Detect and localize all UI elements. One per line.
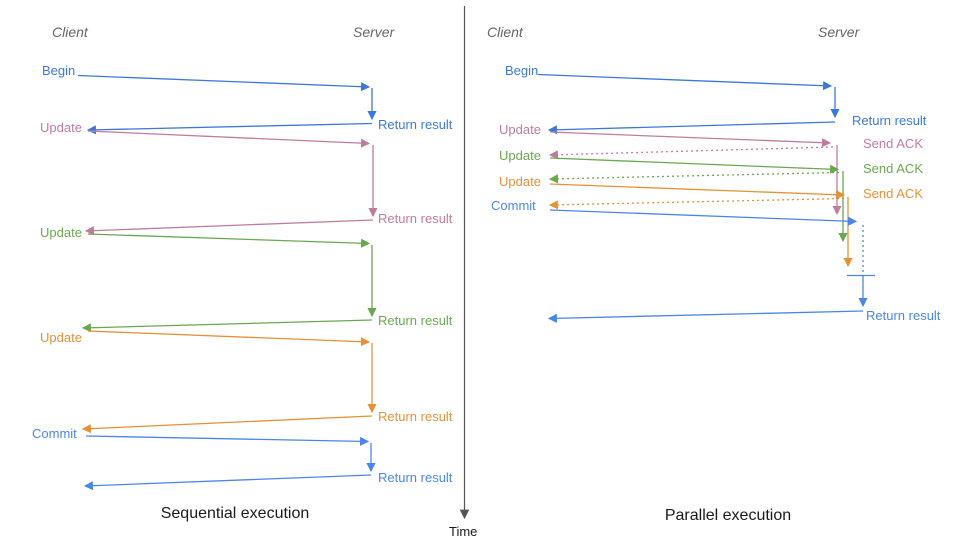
request-line: [549, 209, 858, 226]
seq-update3-response-label: Return result: [378, 409, 453, 424]
seq-server-header: Server: [353, 24, 395, 40]
response-line: [547, 121, 836, 135]
seq-begin-arrows: [77, 74, 377, 135]
seq-update2-label: Update: [40, 225, 82, 240]
seq-commit-label: Commit: [32, 426, 77, 441]
seq-client-header: Client: [52, 24, 88, 40]
seq-commit-arrows: [83, 435, 376, 491]
seq-update2-response-label: Return result: [378, 313, 453, 328]
par-update1-label: Update: [499, 122, 541, 137]
par-commit-arrows: [547, 209, 875, 323]
request-line: [87, 130, 371, 148]
response-line: [83, 474, 372, 491]
ack-line: [548, 146, 834, 160]
par-begin-arrows: [537, 73, 840, 135]
par-commit-response-label: Return result: [866, 308, 941, 323]
par-update1-ack-label: Send ACK: [863, 136, 923, 151]
request-line: [87, 233, 371, 248]
seq-title: Sequential execution: [160, 505, 310, 522]
seq-update3-arrows: [81, 330, 377, 434]
par-update3-arrows: [548, 183, 853, 268]
time-axis-label: Time: [449, 524, 478, 539]
seq-commit-response-label: Return result: [378, 470, 453, 485]
request-line: [87, 330, 371, 347]
par-update3-ack-label: Send ACK: [863, 186, 923, 201]
request-line: [537, 73, 833, 91]
ack-line: [548, 171, 840, 184]
request-line: [77, 74, 371, 92]
par-client-header: Client: [487, 24, 523, 40]
par-title: Parallel execution: [664, 507, 792, 524]
par-update2-ack-label: Send ACK: [863, 161, 923, 176]
seq-begin-label: Begin: [42, 63, 76, 78]
response-line: [81, 319, 373, 333]
request-line: [549, 183, 846, 200]
response-line: [86, 122, 373, 135]
response-line: [81, 415, 373, 434]
par-begin-label: Begin: [505, 63, 539, 78]
seq-update2-arrows: [81, 233, 377, 333]
par-update1-arrows: [548, 131, 842, 216]
par-server-header: Server: [818, 24, 860, 40]
request-line: [549, 157, 840, 174]
response-line: [547, 310, 864, 323]
par-begin-response-label: Return result: [852, 113, 927, 128]
response-line: [84, 219, 374, 236]
seq-update1-response-label: Return result: [378, 211, 453, 226]
par-update3-label: Update: [499, 174, 541, 189]
seq-update1-arrows: [84, 130, 378, 236]
seq-update3-label: Update: [40, 330, 82, 345]
par-update2-label: Update: [499, 148, 541, 163]
seq-begin-response-label: Return result: [378, 117, 453, 132]
request-line: [549, 131, 832, 148]
ack-line: [548, 197, 845, 210]
seq-update1-label: Update: [40, 120, 82, 135]
request-line: [85, 435, 370, 446]
par-update2-arrows: [548, 157, 848, 243]
par-commit-label: Commit: [491, 198, 536, 213]
